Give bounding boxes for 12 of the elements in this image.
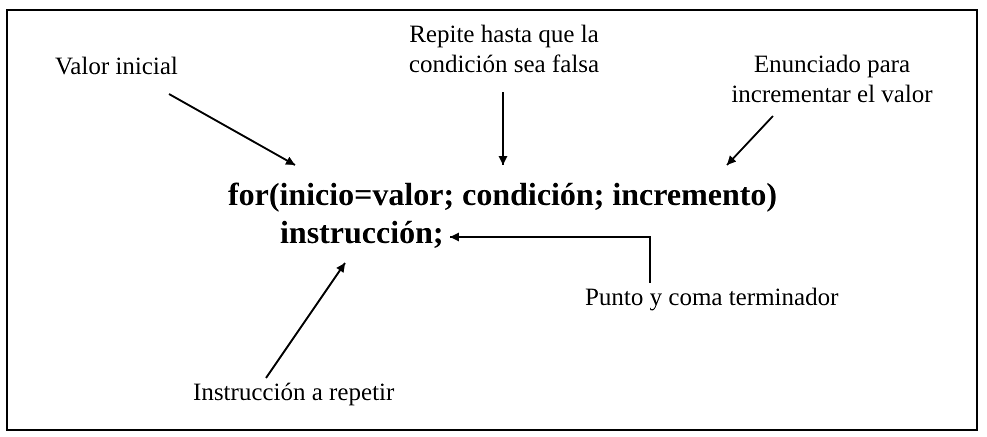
arrow: [168, 93, 296, 166]
arrow: [450, 232, 651, 283]
code-line: instrucción;: [280, 213, 444, 252]
callout-label: Repite hasta que la condición sea falsa: [408, 20, 600, 80]
code-line: for(inicio=valor; condición; incremento): [228, 174, 778, 213]
arrow: [498, 92, 508, 165]
callout-label: Valor inicial: [55, 52, 178, 82]
callout-label: Punto y coma terminador: [585, 283, 838, 313]
callout-label: Enunciado para incrementar el valor: [730, 50, 934, 110]
callout-label: Instrucción a repetir: [193, 378, 394, 408]
arrow: [726, 115, 774, 166]
arrow: [265, 262, 346, 379]
